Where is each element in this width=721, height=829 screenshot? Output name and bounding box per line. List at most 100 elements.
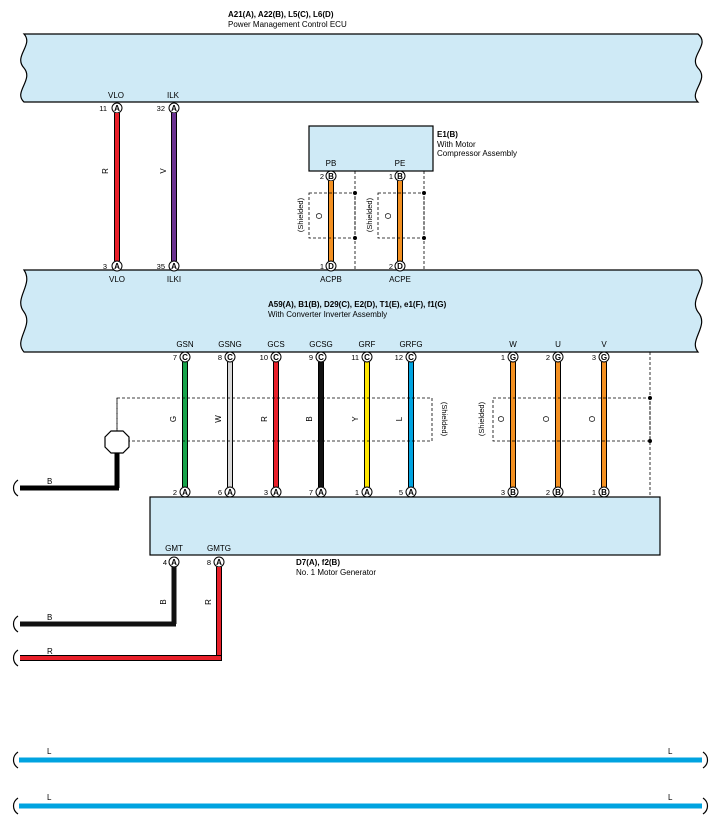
generator-pin-gmt: GMT 4 A: [163, 544, 183, 568]
pin-connector: C: [227, 353, 233, 362]
pin-name: GRF: [359, 340, 376, 349]
pin-number: 2: [389, 262, 393, 271]
wire-color-label: O: [542, 416, 551, 422]
wire-color-label: O: [497, 416, 506, 422]
wire-color-label: R: [47, 647, 53, 656]
wire-gsn: GGSN7C2AGSN: [169, 340, 194, 512]
pin-name: GRFG: [399, 340, 422, 349]
pin-number: 7: [173, 353, 177, 362]
inverter-pin-acpb: 1 D ACPB: [320, 260, 342, 284]
pin-name: GSN: [176, 340, 194, 349]
pin-connector: A: [364, 488, 370, 497]
pin-name: VLO: [109, 275, 125, 284]
compressor-title: E1(B): [437, 130, 458, 139]
pin-number: 10: [260, 353, 268, 362]
pin-connector: B: [397, 172, 403, 181]
pin-connector: D: [397, 262, 403, 271]
wire-grfg: LGRFG12C5AGRFG: [395, 340, 423, 512]
pin-connector: G: [510, 353, 516, 362]
wire-break-icon: [12, 479, 19, 497]
pin-number: 2: [173, 488, 177, 497]
inverter-pin-acpe: 2 D ACPE: [389, 260, 411, 284]
pin-number: 1: [592, 488, 596, 497]
wire-gmtg: R R: [12, 567, 222, 667]
pin-name: GSNG: [218, 340, 242, 349]
wire-acpe: O: [384, 181, 403, 261]
pin-number: 2: [546, 353, 550, 362]
ecu-subtitle: Power Management Control ECU: [228, 20, 347, 29]
pin-number: 12: [395, 353, 403, 362]
pin-connector: B: [601, 488, 607, 497]
pin-connector: D: [328, 262, 334, 271]
shield-acpe: [377, 171, 425, 270]
ground-point-icon: [104, 430, 130, 454]
wire-break-icon: [12, 751, 19, 769]
wire-acpb: O: [315, 181, 334, 261]
pin-number: 2: [546, 488, 550, 497]
shielded-label: (Shielded): [440, 402, 449, 437]
wire-color-label: L: [668, 747, 673, 756]
ecu-component: A21(A), A22(B), L5(C), L6(D) Power Manag…: [20, 10, 703, 103]
wire-color-label: R: [101, 168, 110, 174]
pin-connector: A: [182, 488, 188, 497]
wire-l-1: L L: [12, 747, 709, 769]
pin-connector: B: [555, 488, 561, 497]
wire-color-label: L: [668, 793, 673, 802]
wire-gcsg: BGCSG9C7AGCSG: [305, 340, 333, 512]
pin-number: 3: [103, 262, 107, 271]
pin-number: 6: [218, 488, 222, 497]
inverter-pin-vlo: 3 A VLO: [103, 260, 125, 284]
pin-connector: A: [318, 488, 324, 497]
pin-connector: A: [171, 262, 177, 271]
inverter-pin-ilki: 35 A ILKI: [157, 260, 181, 284]
wire-gsng: WGSNG8C6AGSNG: [214, 340, 242, 512]
wire-color-label: B: [159, 599, 168, 604]
generator-pin-gmtg: GMTG 8 A: [207, 544, 231, 568]
pin-number: 2: [320, 172, 324, 181]
pin-number: 1: [389, 172, 393, 181]
wire-break-icon: [702, 797, 709, 815]
ecu-title: A21(A), A22(B), L5(C), L6(D): [228, 10, 334, 19]
pin-connector: G: [555, 353, 561, 362]
wire-break-icon: [12, 797, 19, 815]
pin-number: 32: [157, 104, 165, 113]
compressor-pin-pe: 1 B: [389, 170, 406, 182]
compressor-subtitle-1: With Motor: [437, 140, 476, 149]
generator-component: D7(A), f2(B) No. 1 Motor Generator: [149, 496, 661, 577]
wire-color-label: L: [47, 793, 52, 802]
inverter-title: A59(A), B1(B), D29(C), E2(D), T1(E), e1(…: [268, 300, 447, 309]
generator-signal-wires: GGSN7C2AGSNWGSNG8C6AGSNGRGCS10C3AGCSBGCS…: [116, 340, 610, 512]
pin-connector: A: [114, 262, 120, 271]
pin-connector: A: [408, 488, 414, 497]
pin-number: 1: [320, 262, 324, 271]
pin-name: PB: [326, 159, 337, 168]
wire-color-label: L: [47, 747, 52, 756]
wire-color-label: B: [47, 477, 52, 486]
compressor-component: E1(B) With Motor Compressor Assembly PB …: [308, 125, 517, 172]
pin-number: 11: [99, 104, 107, 113]
wire-color-label: B: [47, 613, 52, 622]
generator-title: D7(A), f2(B): [296, 558, 340, 567]
pin-number: 9: [309, 353, 313, 362]
pin-number: 1: [355, 488, 359, 497]
pin-connector: A: [171, 558, 177, 567]
pin-number: 7: [309, 488, 313, 497]
wire-grf: YGRF11C1AGRF: [351, 340, 376, 512]
pin-name: ILK: [167, 91, 180, 100]
generator-subtitle: No. 1 Motor Generator: [296, 568, 376, 577]
wire-u: OU2G2BU: [542, 340, 564, 512]
pin-number: 3: [264, 488, 268, 497]
pin-name: GMT: [165, 544, 183, 553]
compressor-subtitle-2: Compressor Assembly: [437, 149, 517, 158]
pin-number: 4: [163, 558, 167, 567]
wire-w: OW1G3BW: [497, 340, 519, 512]
pin-connector: A: [273, 488, 279, 497]
wire-gcs: RGCS10C3AGCS: [260, 340, 285, 512]
wire-color-label: O: [588, 416, 597, 422]
shield-acpb: [308, 171, 356, 270]
pin-connector: A: [171, 104, 177, 113]
